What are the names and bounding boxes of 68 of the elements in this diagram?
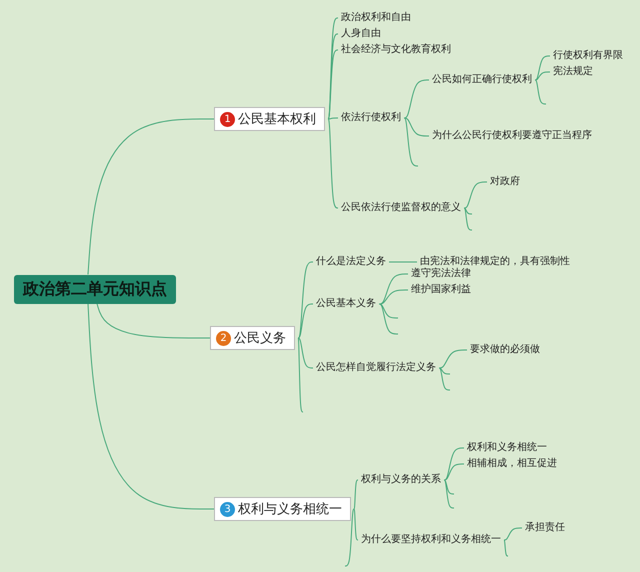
branch-line (444, 448, 464, 480)
topic-box (214, 107, 325, 131)
topic-box (210, 326, 295, 350)
branch-line (378, 304, 398, 318)
branch-line (444, 480, 454, 494)
branch-line (344, 508, 354, 566)
subtopic-label: 对政府 (490, 176, 520, 188)
branch-line (298, 304, 314, 338)
branch-line (328, 118, 338, 120)
subtopic-label: 宪法规定 (553, 66, 593, 78)
number-badge: 2 (216, 330, 231, 346)
subtopic-label: 为什么要坚持权利和义务相统一 (361, 534, 501, 546)
branch-line (444, 480, 454, 508)
number-badge: 1 (220, 112, 235, 126)
topic-label: 权利与义务相统一 (238, 501, 342, 518)
subtopic-label: 遵守宪法法律 (411, 268, 471, 280)
subtopic-label: 政治权利和自由 (341, 12, 411, 24)
branch-line (534, 80, 546, 104)
branch-line (354, 480, 358, 510)
branch-line (534, 72, 550, 80)
branch-line (404, 80, 430, 118)
branch-line (298, 262, 314, 338)
branch-line (464, 182, 488, 208)
branch-line (378, 274, 408, 304)
branch-line (438, 368, 450, 374)
branch-line (88, 118, 214, 275)
number-badge: 3 (220, 502, 235, 516)
subtopic-label: 权利和义务相统一 (467, 442, 547, 454)
subtopic-label: 由宪法和法律规定的，具有强制性 (420, 256, 570, 268)
subtopic-label: 承担责任 (525, 522, 565, 534)
subtopic-label: 什么是法定义务 (316, 256, 386, 268)
subtopic-label: 要求做的必须做 (470, 344, 540, 356)
subtopic-label: 依法行使权利 (341, 112, 401, 124)
subtopic-label: 公民如何正确行使权利 (432, 74, 532, 86)
branch-line (464, 208, 472, 214)
subtopic-label: 权利与义务的关系 (361, 474, 441, 486)
central-topic: 政治第二单元知识点 (14, 274, 176, 304)
branch-line (298, 338, 314, 368)
branch-line (88, 303, 214, 510)
subtopic-label: 公民怎样自觉履行法定义务 (316, 362, 436, 374)
branch-line (444, 464, 464, 480)
topic-label: 公民义务 (234, 330, 286, 347)
subtopic-label: 公民依法行使监督权的意义 (341, 202, 461, 214)
branch-line (464, 208, 472, 230)
subtopic-label: 人身自由 (341, 28, 381, 40)
branch-line (534, 56, 550, 80)
topic-label: 公民基本权利 (238, 111, 316, 128)
branch-line (378, 304, 398, 334)
subtopic-label: 相辅相成，相互促进 (467, 458, 557, 470)
branch-line (404, 118, 430, 136)
branch-line (378, 290, 408, 304)
branch-line (328, 34, 338, 120)
subtopic-label: 公民基本义务 (316, 298, 376, 310)
branch-line (504, 540, 508, 556)
subtopic-label: 为什么公民行使权利要遵守正当程序 (432, 130, 592, 142)
subtopic-label: 维护国家利益 (411, 284, 471, 296)
branch-line (328, 50, 338, 120)
branch-line (96, 303, 210, 338)
branch-line (404, 118, 418, 166)
subtopic-label: 行使权利有界限 (553, 50, 623, 62)
branch-line (328, 118, 338, 208)
branch-line (504, 528, 522, 540)
topic-box (214, 497, 351, 521)
branch-line (298, 338, 304, 412)
branch-line (354, 508, 358, 540)
branch-line (438, 368, 450, 390)
subtopic-label: 社会经济与文化教育权利 (341, 44, 451, 56)
branch-line (438, 350, 468, 368)
